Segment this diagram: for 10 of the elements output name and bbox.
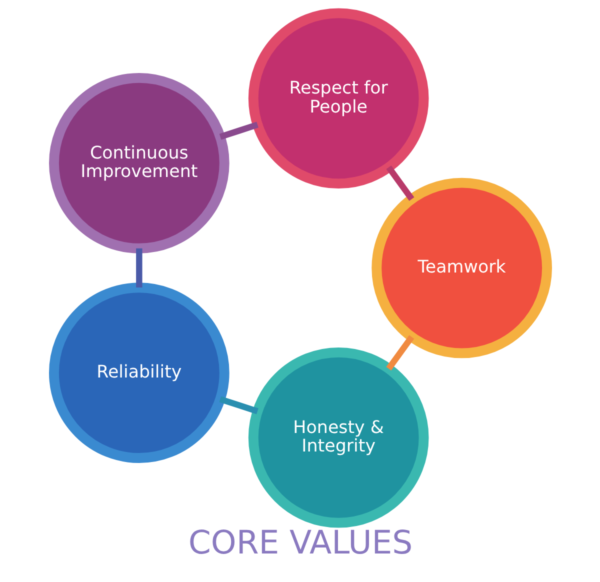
connector [218, 122, 258, 140]
node-circle: Continuous Improvement [48, 72, 229, 254]
connector [386, 166, 414, 201]
connector [386, 335, 414, 371]
node-circle: Teamwork [371, 178, 552, 358]
connector [218, 396, 258, 414]
node-circle: Reliability [48, 282, 229, 463]
node-circle: Honesty & Integrity [248, 347, 428, 528]
node-circle: Respect for People [248, 8, 428, 189]
connector [136, 248, 142, 288]
